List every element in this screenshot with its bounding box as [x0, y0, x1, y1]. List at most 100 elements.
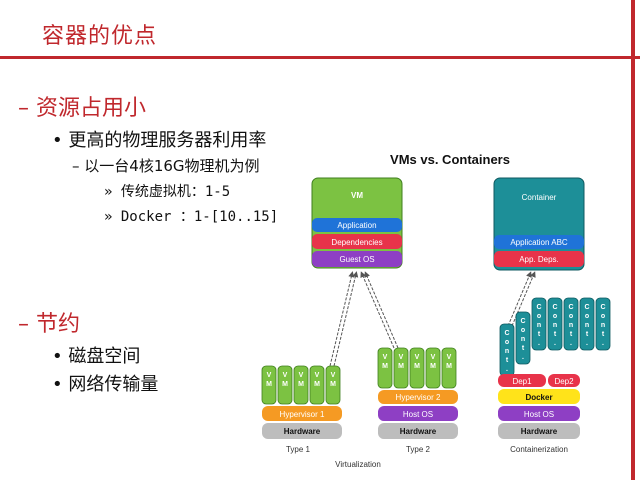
vm-cell: VM [293, 365, 309, 405]
container-cell: Cont. [499, 323, 515, 377]
cell-label: n [505, 348, 509, 355]
vm-cell: VM [277, 365, 293, 405]
vm-cell: VM [393, 347, 409, 389]
type1-lower: Hypervisor 1 Hardware Type 1 [262, 406, 342, 454]
cell-label: t [554, 331, 557, 338]
bullet-mark: • [52, 346, 63, 367]
cell-label: . [602, 340, 604, 347]
cell-label: n [585, 322, 589, 329]
cell-label: M [430, 363, 436, 370]
cell-label: t [570, 331, 573, 338]
cell-label: C [536, 304, 541, 311]
cell-label: n [569, 322, 573, 329]
cell-label: M [446, 363, 452, 370]
containerization-caption: Containerization [510, 445, 568, 454]
cell-label: V [267, 372, 272, 379]
cell-label: o [569, 313, 573, 320]
cz-host-os-label: Host OS [524, 410, 554, 419]
bullet-mark: • [52, 374, 63, 395]
cell-label: n [553, 322, 557, 329]
cell-label: C [504, 330, 509, 337]
bullet-level2-disk: • 磁盘空间 [52, 342, 140, 368]
cell-label: n [537, 322, 541, 329]
docker-label: Docker [525, 393, 552, 402]
cell-label: C [520, 318, 525, 325]
container-cell: Cont. [563, 297, 579, 351]
bullet-level2-network: • 网络传输量 [52, 370, 158, 396]
cell-label: o [553, 313, 557, 320]
cell-label: M [314, 381, 320, 388]
container-label: Container [522, 193, 557, 202]
bullet-text: 传统虚拟机：1-5 [120, 184, 231, 200]
containerization-lower: Dep1 Dep2 Docker Host OS Hardware Contai… [498, 374, 580, 454]
bullet-text: 以一台4核16G物理机为例 [84, 157, 260, 175]
dep1-label: Dep1 [512, 377, 532, 386]
bullet-mark: » [104, 184, 113, 200]
vm-cell: VM [309, 365, 325, 405]
cz-hardware-label: Hardware [521, 427, 558, 436]
cell-label: M [382, 363, 388, 370]
cell-label: o [521, 327, 525, 334]
vm-layer-application: Application [337, 221, 376, 230]
vm-cell: VM [377, 347, 393, 389]
type2-lower: Hypervisor 2 Host OS Hardware Type 2 [378, 390, 458, 454]
cell-label: V [431, 354, 436, 361]
cell-label: V [415, 354, 420, 361]
cell-label: o [585, 313, 589, 320]
type2-hypervisor-label: Hypervisor 2 [396, 393, 441, 402]
title-underline [0, 56, 640, 59]
vm-block: VM Application Dependencies Guest OS [311, 177, 403, 269]
cell-label: . [506, 366, 508, 373]
cell-label: M [414, 363, 420, 370]
bullet-level4-docker: » Docker ：1-[10..15] [104, 206, 278, 226]
cell-label: V [315, 372, 320, 379]
cell-label: n [521, 336, 525, 343]
cell-label: . [554, 340, 556, 347]
cell-label: . [538, 340, 540, 347]
vm-layer-guest-os: Guest OS [339, 255, 374, 264]
container-layer-deps: App. Deps. [519, 255, 559, 264]
container-cell: Cont. [531, 297, 547, 351]
bullet-mark: – [18, 96, 29, 121]
container-cell: Cont. [579, 297, 595, 351]
cell-label: t [602, 331, 605, 338]
cell-label: . [570, 340, 572, 347]
cell-label: C [600, 304, 605, 311]
bullet-level3-example: – 以一台4核16G物理机为例 [72, 155, 260, 176]
cell-label: V [299, 372, 304, 379]
cell-label: . [586, 340, 588, 347]
bullet-mark: » [104, 209, 113, 225]
type2-host-os-label: Host OS [403, 410, 433, 419]
container-cell: Cont. [595, 297, 611, 351]
cell-label: V [399, 354, 404, 361]
container-cell: Cont. [515, 311, 531, 365]
bullet-level2-utilization: • 更高的物理服务器利用率 [52, 126, 266, 152]
cell-label: M [298, 381, 304, 388]
bullet-text: 磁盘空间 [68, 346, 141, 367]
cell-label: o [505, 339, 509, 346]
type1-hardware-label: Hardware [284, 427, 321, 436]
bullet-level1-resources: – 资源占用小 [18, 90, 146, 122]
type2-hardware-label: Hardware [400, 427, 437, 436]
vm-cell: VM [261, 365, 277, 405]
cell-label: V [447, 354, 452, 361]
vm-cell: VM [409, 347, 425, 389]
vm-layer-dependencies: Dependencies [331, 238, 382, 247]
bullet-text: 资源占用小 [36, 96, 147, 121]
bullet-mark: – [18, 312, 29, 337]
diagram-title: VMs vs. Containers [390, 152, 510, 167]
cell-label: t [538, 331, 541, 338]
type1-caption: Type 1 [286, 445, 311, 454]
dep2-label: Dep2 [554, 377, 574, 386]
cell-label: V [283, 372, 288, 379]
cell-label: C [552, 304, 557, 311]
containerization-cells: Cont.Cont.Cont.Cont.Cont.Cont.Cont. [499, 297, 611, 377]
bullet-level1-savings: – 节约 [18, 306, 80, 338]
cell-label: t [586, 331, 589, 338]
vm-cell: VM [441, 347, 457, 389]
bullet-text: 网络传输量 [68, 374, 159, 395]
cell-label: C [568, 304, 573, 311]
slide-title: 容器的优点 [42, 24, 158, 49]
